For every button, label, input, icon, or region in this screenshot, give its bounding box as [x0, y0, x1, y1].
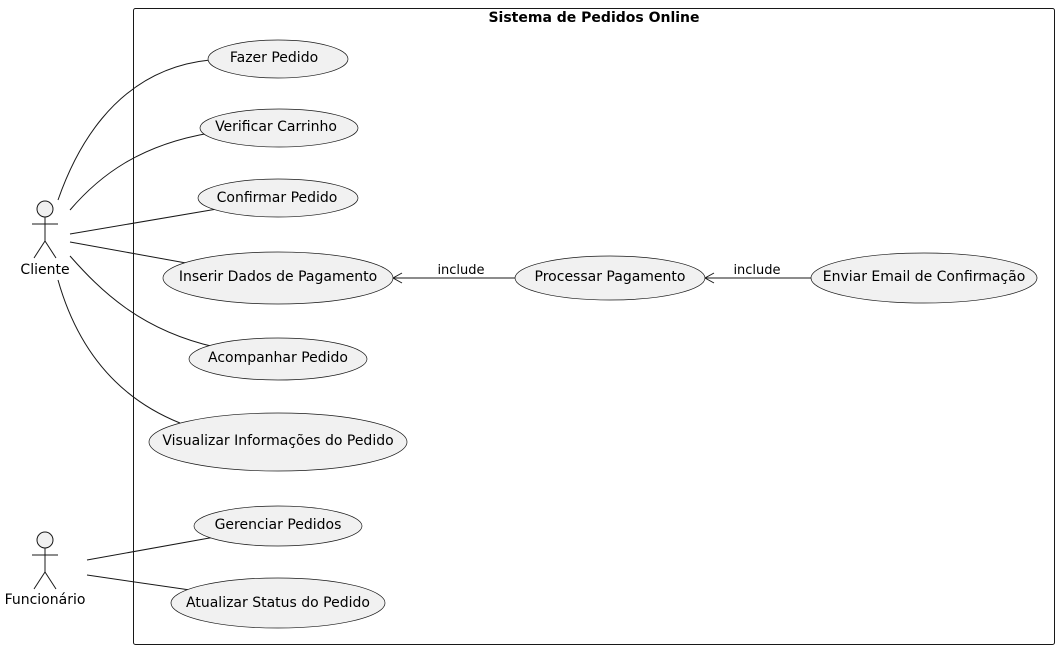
use-cases [148, 39, 1038, 629]
assoc-cliente-visualizar [57, 279, 181, 424]
system-title: Sistema de Pedidos Online [488, 10, 699, 26]
actor-funcionario-leg-right [44, 571, 57, 590]
actor-funcionario-label: Funcionário [5, 592, 86, 608]
usecase-label: Enviar Email de Confirmação [823, 269, 1026, 285]
usecase-atualizar-status [170, 577, 386, 629]
include-label-1: include [437, 263, 484, 278]
assoc-cliente-verificar [69, 132, 211, 211]
assoc-cliente-fazer [57, 59, 211, 201]
usecase-label: Acompanhar Pedido [208, 350, 348, 366]
actor-cliente-leg-right [44, 240, 57, 259]
usecase-confirmar-pedido [197, 178, 359, 218]
include-label-2: include [733, 263, 780, 278]
usecase-visualizar-informacoes [148, 412, 408, 472]
actor-funcionario-head [36, 531, 54, 549]
usecase-label: Gerenciar Pedidos [215, 517, 342, 533]
assoc-cliente-confirmar [69, 208, 218, 235]
usecase-label: Verificar Carrinho [215, 119, 337, 135]
usecase-processar-pagamento [514, 255, 706, 301]
assoc-cliente-acompanhar [69, 255, 216, 348]
usecase-acompanhar-pedido [188, 337, 368, 381]
usecase-label: Processar Pagamento [535, 269, 686, 285]
usecase-label: Fazer Pedido [230, 50, 318, 66]
actor-cliente-label: Cliente [20, 262, 69, 278]
usecase-label: Inserir Dados de Pagamento [179, 269, 377, 285]
actor-cliente-leg-left [33, 240, 46, 259]
assoc-funcionario-gerenciar [86, 536, 216, 561]
usecase-inserir-dados-pagamento [162, 251, 394, 305]
actor-funcionario [32, 531, 58, 590]
actor-funcionario-leg-left [33, 571, 46, 590]
usecase-label: Visualizar Informações do Pedido [162, 433, 393, 449]
usecase-label: Atualizar Status do Pedido [186, 595, 370, 611]
association-lines [57, 59, 218, 591]
actor-cliente [32, 200, 58, 259]
assoc-cliente-inserir [69, 241, 187, 264]
usecase-gerenciar-pedidos [193, 505, 363, 547]
system-boundary [133, 8, 1055, 645]
usecase-verificar-carrinho [199, 108, 359, 148]
actor-cliente-head [36, 200, 54, 218]
usecase-label: Confirmar Pedido [217, 190, 338, 206]
usecase-enviar-email-confirmacao [810, 252, 1038, 304]
assoc-funcionario-atualizar [86, 574, 191, 591]
usecase-fazer-pedido [207, 39, 349, 79]
